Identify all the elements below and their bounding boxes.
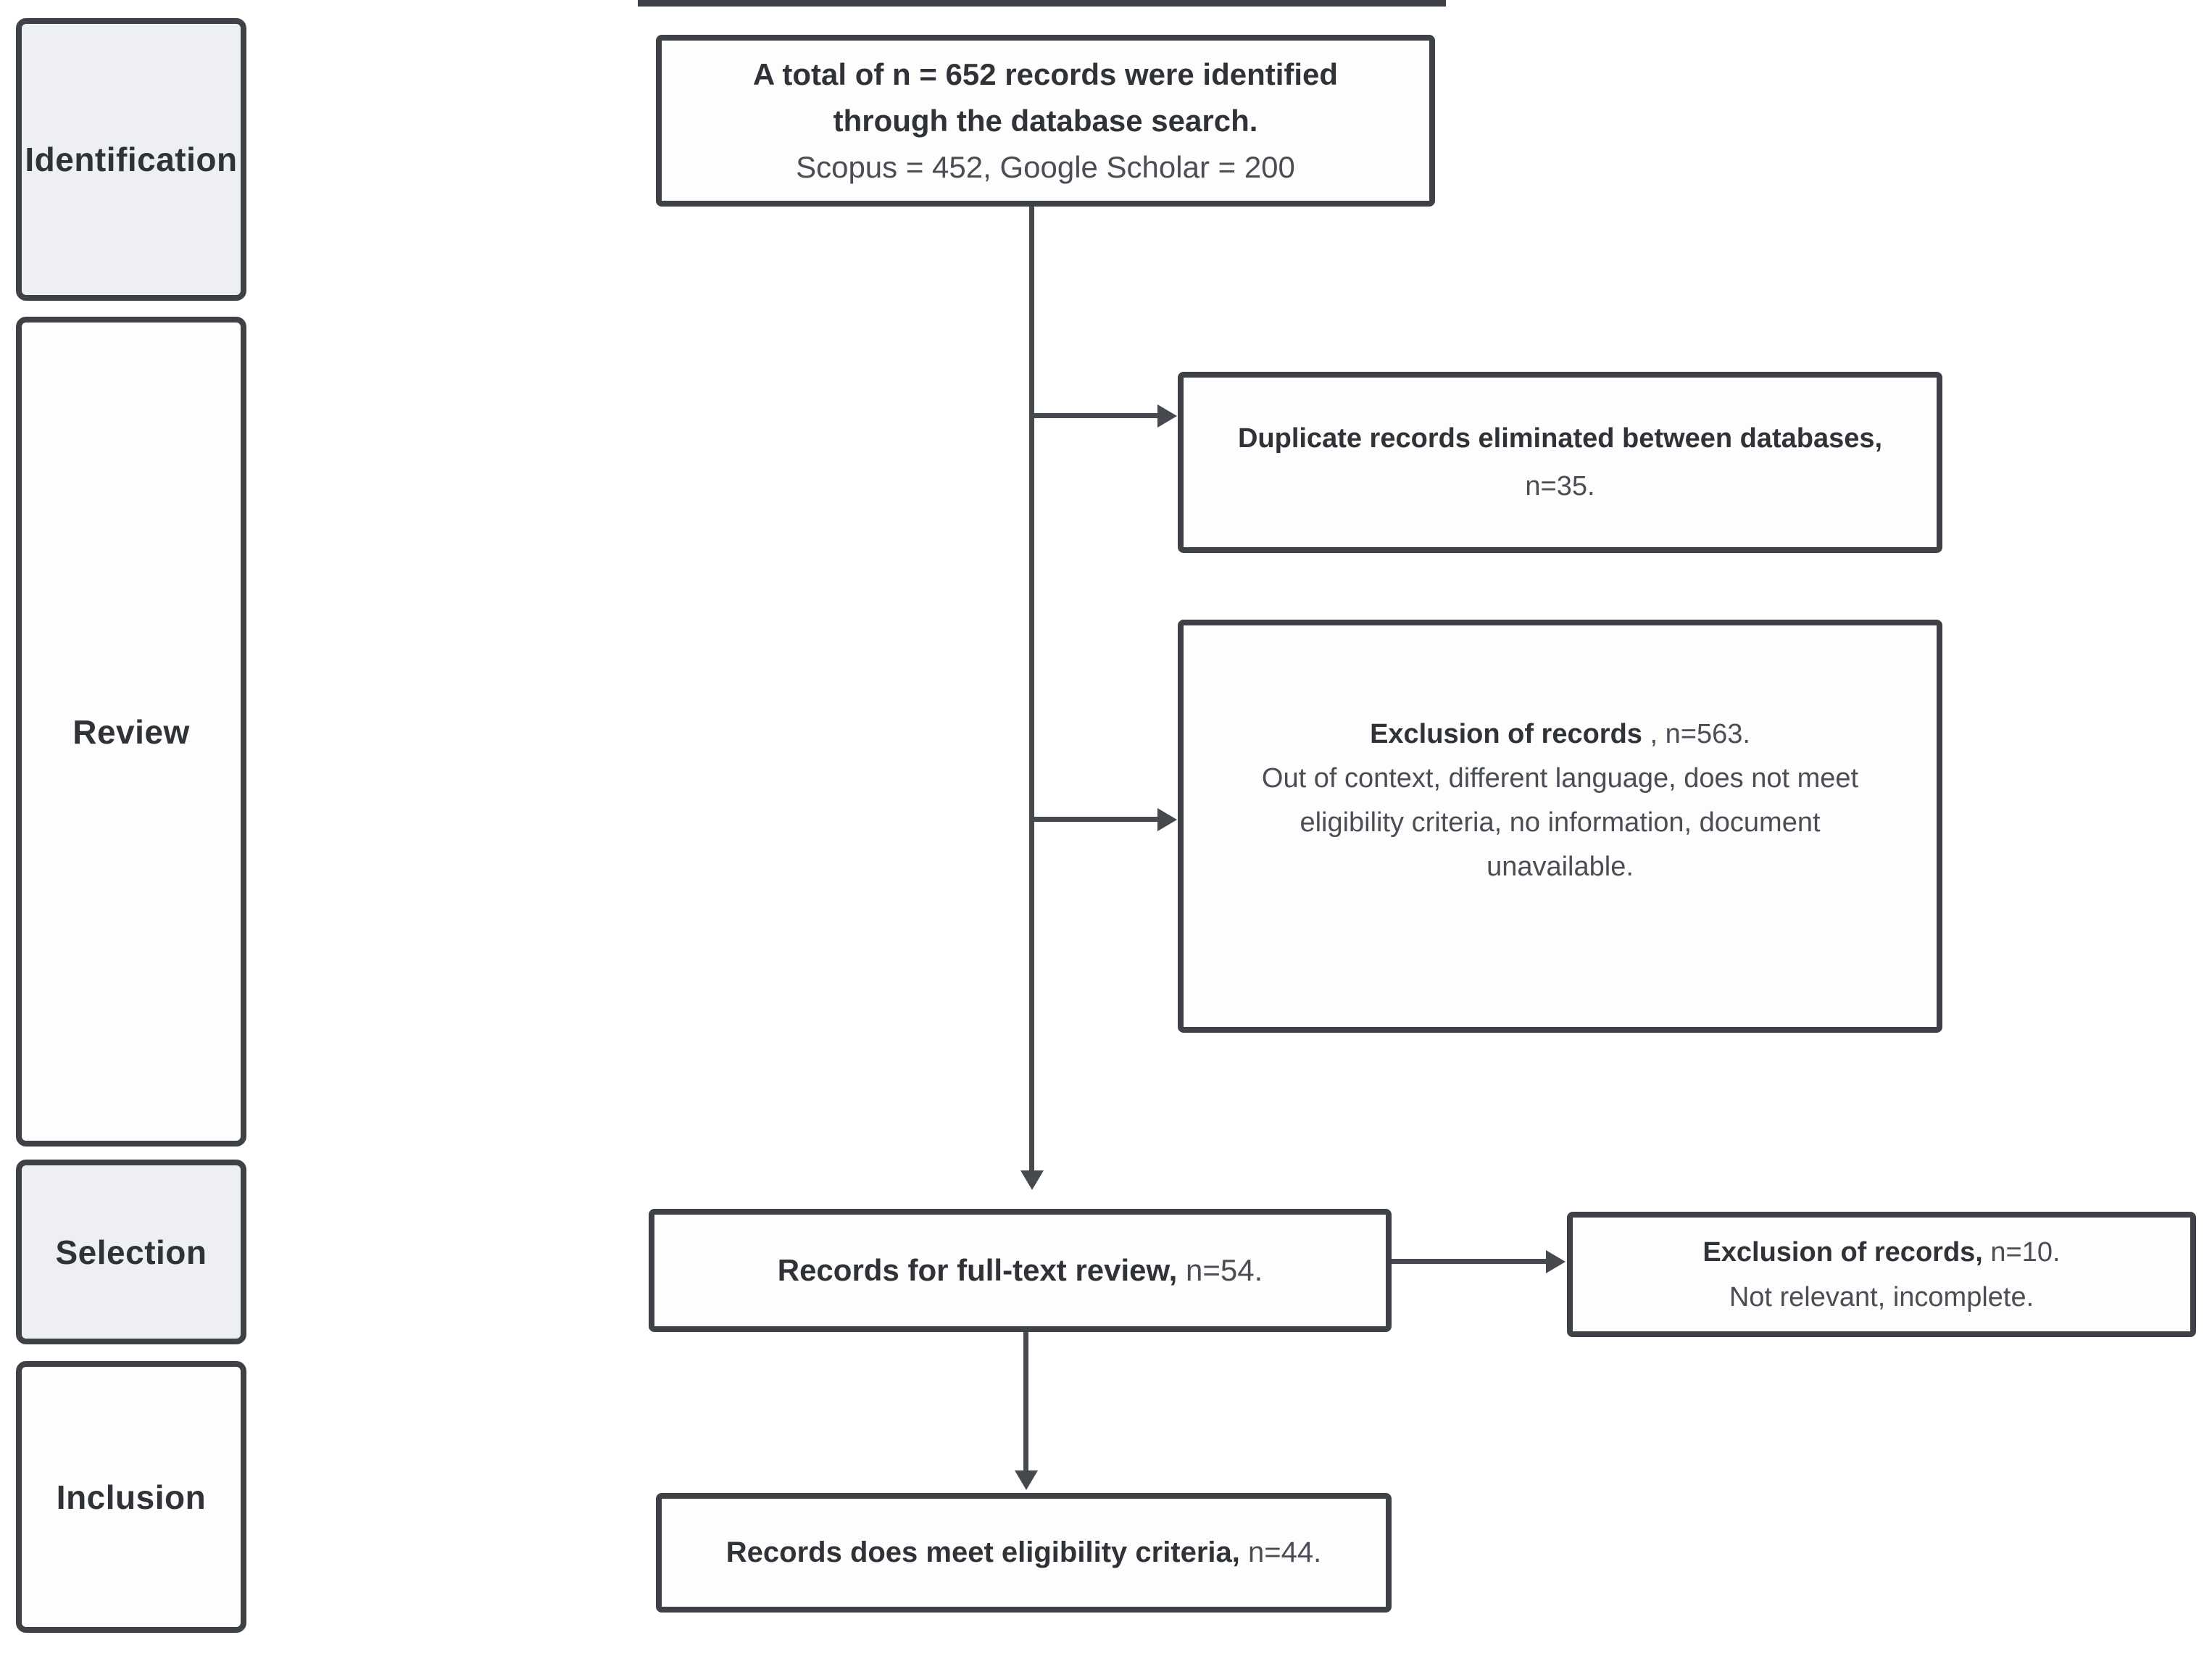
flow-box-exclusion-review: Exclusion of records , n=563. Out of con… [1178,620,1942,1033]
exclusion-review-reason-line1: Out of context, different language, does… [1261,763,1859,794]
included-count: n=44. [1239,1536,1322,1568]
stage-box-review: Review [16,317,246,1147]
arrowhead-down-icon [1020,1170,1044,1190]
exclusion-fulltext-title: Exclusion of records, [1702,1236,1983,1268]
flow-box-duplicates-eliminated: Duplicate records eliminated between dat… [1178,372,1942,553]
fulltext-title: Records for full-text review, [777,1253,1178,1287]
exclusion-fulltext-reason: Not relevant, incomplete. [1729,1281,2034,1312]
flow-box-exclusion-fulltext: Exclusion of records, n=10. Not relevant… [1567,1212,2196,1337]
flow-box-records-included: Records does meet eligibility criteria, … [656,1493,1392,1613]
exclusion-fulltext-count: n=10. [1982,1236,2061,1268]
stage-box-inclusion: Inclusion [16,1361,246,1633]
exclusion-review-count: , n=563. [1642,719,1750,749]
stage-label: Selection [55,1233,207,1271]
included-title: Records does meet eligibility criteria, [725,1536,1240,1568]
exclusion-review-reason-line3: unavailable. [1487,852,1634,882]
records-identified-line2: through the database search. [833,103,1258,138]
stage-label: Inclusion [56,1478,207,1516]
stage-label: Identification [25,141,238,178]
stage-label: Review [72,712,190,751]
cropped-top-edge [638,0,1446,7]
duplicates-title: Duplicate records eliminated between dat… [1237,423,1883,454]
connector-to-included [1023,1332,1028,1471]
exclusion-review-title: Exclusion of records [1370,719,1642,749]
flow-box-records-identified: A total of n = 652 records were identifi… [656,35,1435,207]
arrowhead-right-icon [1546,1250,1566,1273]
stage-box-selection: Selection [16,1160,246,1344]
duplicates-count: n=35. [1525,471,1595,502]
exclusion-review-reason-line2: eligibility criteria, no information, do… [1300,807,1821,838]
records-identified-line1: A total of n = 652 records were identifi… [752,57,1339,91]
arrowhead-down-icon [1015,1470,1038,1490]
connector-to-exclusion-fulltext [1392,1259,1547,1264]
fulltext-count: n=54. [1177,1253,1263,1287]
exclusion-fulltext-headline: Exclusion of records, n=10. [1702,1230,2060,1275]
included-line: Records does meet eligibility criteria, … [726,1536,1321,1569]
arrowhead-right-icon [1157,404,1177,428]
records-identified-sources: Scopus = 452, Google Scholar = 200 [796,149,1295,184]
connector-to-duplicates [1031,413,1158,418]
connector-main-vertical [1029,207,1034,1172]
connector-to-exclusion-review [1031,817,1158,822]
arrowhead-right-icon [1157,808,1177,831]
stage-box-identification: Identification [16,18,246,301]
flow-box-fulltext-review: Records for full-text review, n=54. [649,1209,1392,1332]
exclusion-review-headline: Exclusion of records , n=563. [1370,712,1750,757]
fulltext-line: Records for full-text review, n=54. [778,1253,1263,1288]
